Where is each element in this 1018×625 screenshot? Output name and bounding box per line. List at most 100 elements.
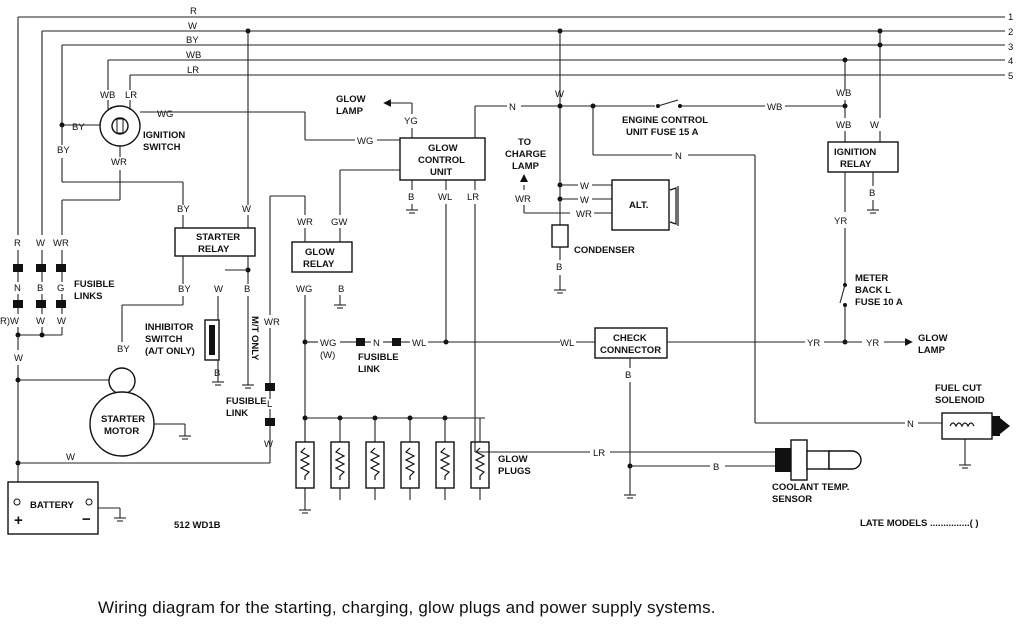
wire-label: WR bbox=[515, 194, 531, 205]
engine-control-fuse: ENGINE CONTROL UNIT FUSE 15 A bbox=[622, 99, 708, 138]
wire-label: WL bbox=[412, 338, 426, 349]
battery-minus: − bbox=[82, 511, 91, 528]
wire-label: B bbox=[244, 284, 250, 295]
inhibitor-switch-label: SWITCH bbox=[145, 334, 183, 345]
wire-label: WB bbox=[836, 120, 851, 131]
wire-label: W bbox=[66, 452, 75, 463]
wire-label: BY bbox=[57, 145, 70, 156]
meter-back-fuse: METER BACK L FUSE 10 A bbox=[839, 273, 903, 308]
bus-number-3: 3 bbox=[1008, 42, 1013, 53]
wire-label: W bbox=[36, 238, 45, 249]
wire-label: W bbox=[580, 181, 589, 192]
glow-plug bbox=[365, 418, 385, 500]
coolant-temp-sensor-label: SENSOR bbox=[772, 494, 812, 505]
wire-label: L bbox=[267, 399, 272, 410]
wire-label: W bbox=[242, 204, 251, 215]
wire-label: N bbox=[509, 102, 516, 113]
fusible-links-label: LINKS bbox=[74, 291, 103, 302]
wire-label: WB bbox=[186, 50, 201, 61]
fuel-cut-solenoid-label: FUEL CUT bbox=[935, 383, 982, 394]
battery-label: BATTERY bbox=[30, 500, 74, 511]
glow-lamp-right-label: LAMP bbox=[918, 345, 946, 356]
glow-plug bbox=[330, 418, 350, 500]
wire-label: N bbox=[373, 338, 380, 349]
wire-label: W bbox=[555, 89, 564, 100]
bus-number-1: 1 bbox=[1008, 12, 1013, 23]
fuel-cut-solenoid-label: SOLENOID bbox=[935, 395, 985, 406]
wire-label: R bbox=[14, 238, 21, 249]
glow-control-unit-label: GLOW bbox=[428, 143, 458, 154]
glow-plug bbox=[435, 418, 455, 500]
wire-label: YR bbox=[866, 338, 879, 349]
engine-control-fuse-label: UNIT FUSE 15 A bbox=[626, 127, 699, 138]
coolant-temp-sensor: COOLANT TEMP. SENSOR bbox=[772, 439, 862, 505]
alternator: ALT. bbox=[611, 179, 679, 231]
check-connector-label: CONNECTOR bbox=[600, 345, 661, 356]
wire-label: WB bbox=[100, 90, 115, 101]
diagram-caption: Wiring diagram for the starting, chargin… bbox=[98, 598, 716, 617]
coolant-temp-sensor-label: COOLANT TEMP. bbox=[772, 482, 849, 493]
wire-label: W bbox=[580, 195, 589, 206]
wiring-diagram: 1 2 3 4 5 R W BY WB LR IGNITION SWITCH W… bbox=[0, 6, 1013, 535]
wire-label: LR bbox=[187, 65, 199, 76]
glow-plugs-label: GLOW bbox=[498, 454, 528, 465]
glow-relay-label: GLOW bbox=[305, 247, 335, 258]
fusible-link-left-label: FUSIBLE bbox=[226, 396, 267, 407]
wire-label: BY bbox=[117, 344, 130, 355]
glow-relay-label: RELAY bbox=[303, 259, 335, 270]
wire-label: W bbox=[214, 284, 223, 295]
fusible-link-left-label: LINK bbox=[226, 408, 248, 419]
wire-label: LR bbox=[593, 448, 605, 459]
wire-label: B bbox=[214, 368, 220, 379]
fusible-link-mid-label: FUSIBLE bbox=[358, 352, 399, 363]
wire-label: WR bbox=[576, 209, 592, 220]
wire-label: B bbox=[625, 370, 631, 381]
wire-label: WG bbox=[157, 109, 173, 120]
ignition-switch-label: IGNITION bbox=[143, 130, 185, 141]
wire-label: LR bbox=[125, 90, 137, 101]
wire-label: WB bbox=[836, 88, 851, 99]
glow-lamp-top-label: LAMP bbox=[336, 106, 364, 117]
starter-relay: STARTER RELAY BY W bbox=[174, 204, 256, 257]
meter-back-fuse-label: BACK L bbox=[855, 285, 891, 296]
mt-only-label: M/T ONLY bbox=[249, 316, 260, 361]
engine-control-fuse-label: ENGINE CONTROL bbox=[622, 115, 708, 126]
wire-label: WR bbox=[264, 317, 280, 328]
wire-label: WG bbox=[320, 338, 336, 349]
glow-plug bbox=[470, 418, 490, 500]
late-models-note: LATE MODELS ...............( ) bbox=[860, 518, 979, 529]
wire-label: WR bbox=[53, 238, 69, 249]
fusible-link-mid-label: LINK bbox=[358, 364, 380, 375]
starter-motor-label: MOTOR bbox=[104, 426, 139, 437]
bus-number-5: 5 bbox=[1008, 71, 1013, 82]
wire-label: W bbox=[870, 120, 879, 131]
starter-motor: STARTER MOTOR bbox=[89, 367, 155, 457]
fusible-links-label: FUSIBLE bbox=[74, 279, 115, 290]
ignition-switch: IGNITION SWITCH WB LR WG BY WR BY bbox=[57, 90, 185, 168]
wire-label: WG bbox=[357, 136, 373, 147]
wire-label: W bbox=[14, 353, 23, 364]
bus-number-4: 4 bbox=[1008, 56, 1013, 67]
ignition-relay-label: RELAY bbox=[840, 159, 872, 170]
to-charge-lamp-label: CHARGE bbox=[505, 149, 546, 160]
wire-label: R bbox=[190, 6, 197, 17]
wire-label: B bbox=[556, 262, 562, 273]
wire-label: BY bbox=[186, 35, 199, 46]
wire-label: W bbox=[36, 316, 45, 327]
wire-label: B bbox=[869, 188, 875, 199]
glow-lamp-right-label: GLOW bbox=[918, 333, 948, 344]
wire-label: B bbox=[408, 192, 414, 203]
wire-label: WL bbox=[560, 338, 574, 349]
diagram-code: 512 WD1B bbox=[174, 520, 221, 531]
inhibitor-switch: INHIBITOR SWITCH (A/T ONLY) B bbox=[145, 319, 220, 379]
wire-label: N bbox=[907, 419, 914, 430]
meter-back-fuse-label: FUSE 10 A bbox=[855, 297, 903, 308]
glow-relay: GLOW RELAY WR GW WG B bbox=[291, 217, 353, 295]
wire-label: WL bbox=[438, 192, 452, 203]
wire-label: WG bbox=[296, 284, 312, 295]
power-bus: 1 2 3 4 5 R W BY WB LR bbox=[18, 6, 1013, 82]
wire-label: (W) bbox=[320, 350, 335, 361]
wire-label: N bbox=[675, 151, 682, 162]
wire-label: WR bbox=[111, 157, 127, 168]
ignition-relay: IGNITION RELAY bbox=[827, 141, 899, 173]
